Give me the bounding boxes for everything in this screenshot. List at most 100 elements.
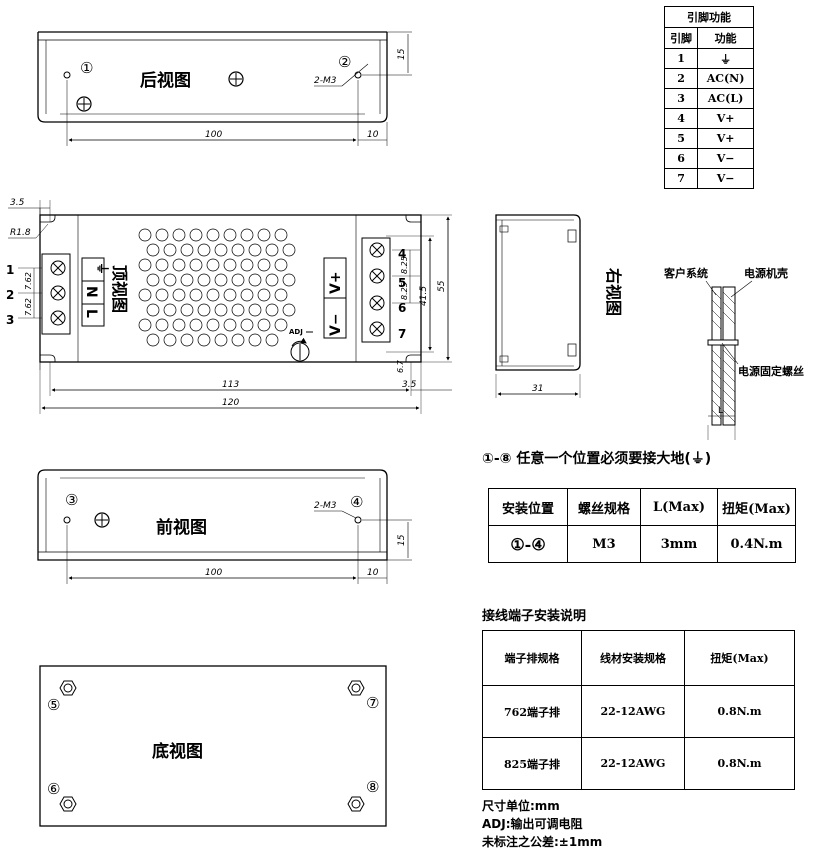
pin-table-header-func: 功能: [697, 27, 754, 49]
back-width-dim: 100: [205, 130, 222, 140]
table-cell: ①-④: [488, 525, 568, 563]
table-header: 扭矩(Max): [717, 488, 796, 526]
table-cell: 7: [663, 168, 699, 189]
table-cell: 3mm: [640, 525, 718, 563]
front-screw-label: 2-M3: [314, 501, 337, 511]
dim-31: 31: [532, 384, 543, 394]
table-row: 825端子排 22-12AWG 0.8N.m: [482, 737, 795, 790]
note-unit: 尺寸单位:mm: [482, 799, 560, 813]
table-cell: V+: [697, 128, 754, 149]
table-cell: V+: [697, 108, 754, 129]
pitch-762-b: 7.62: [24, 298, 33, 316]
mounting-nut-icon: [347, 680, 365, 696]
adj-potentiometer-icon: [290, 337, 310, 362]
table-header: 扭矩(Max): [684, 630, 795, 686]
pin-table-title: 引脚功能: [664, 6, 754, 28]
l-dim: L: [718, 406, 723, 416]
table-cell: 825端子排: [482, 737, 582, 790]
table-cell: 2: [663, 68, 699, 89]
ground-screw-icon: [76, 96, 92, 112]
back-height-dim: 15: [397, 48, 407, 60]
terminal-n-label: N: [83, 286, 99, 298]
bottom-view-label: 底视图: [152, 741, 203, 762]
front-view-label: 前视图: [156, 517, 207, 538]
callout-4: ④: [350, 493, 363, 511]
table-cell: 1: [663, 48, 699, 69]
pin-1: 1: [6, 263, 14, 277]
table-cell: V−: [697, 148, 754, 169]
front-view: 前视图 ③ ④ 2-M3 100 10 15: [37, 469, 412, 584]
dim-113: 113: [222, 380, 239, 390]
right-view: 右视图 31: [495, 214, 623, 398]
dim-120: 120: [222, 398, 239, 408]
dim-r1-8: R1.8: [10, 228, 31, 238]
bottom-view: ⑤ ⑥ ⑦ ⑧ 底视图: [39, 665, 387, 827]
right-view-label: 右视图: [604, 268, 623, 316]
table-cell: 22-12AWG: [581, 685, 685, 738]
table-cell: AC(N): [697, 68, 754, 89]
dim-3-5-top: 3.5: [10, 198, 25, 208]
front-height-dim: 15: [397, 534, 407, 546]
table-cell: 0.4N.m: [717, 525, 796, 563]
table-cell: V−: [697, 168, 754, 189]
customer-system-label: 客户系统: [663, 266, 708, 280]
table-cell: 0.8N.m: [684, 737, 795, 790]
callout-2: ②: [338, 53, 351, 71]
front-right-dim: 10: [367, 568, 379, 578]
back-view: 后视图 ① ② 2-M3 100 10 15: [37, 31, 412, 146]
callout-7: ⑦: [366, 694, 379, 712]
table-header: 安装位置: [488, 488, 568, 526]
dim-41-5: 41.5: [419, 286, 429, 306]
front-width-dim: 100: [205, 568, 222, 578]
mounting-nut-icon: [347, 796, 365, 812]
table-cell: 22-12AWG: [581, 737, 685, 790]
pin-5: 5: [398, 276, 406, 290]
table-cell: M3: [567, 525, 641, 563]
pin-3: 3: [6, 313, 14, 327]
back-screw-label: 2-M3: [314, 76, 337, 86]
table-header: 端子排规格: [482, 630, 582, 686]
dim-3-5-right: 3.5: [402, 380, 417, 390]
table-header: 线材安装规格: [581, 630, 685, 686]
fixing-screw-label: 电源固定螺丝: [738, 364, 804, 378]
pitch-825-b: 8.25: [400, 282, 409, 300]
terminal-section-title: 接线端子安装说明: [482, 608, 586, 624]
table-cell: 0.8N.m: [684, 685, 795, 738]
pin-2: 2: [6, 288, 14, 302]
terminal-ground-label: ⏚: [94, 262, 109, 275]
pin-4: 4: [398, 247, 406, 261]
grounding-note: ①-⑧ 任意一个位置必须要接大地(⏚): [482, 450, 711, 467]
table-cell: 4: [663, 108, 699, 129]
table-header: L(Max): [640, 488, 718, 526]
callout-1: ①: [80, 59, 93, 77]
terminal-table: 端子排规格 线材安装规格 扭矩(Max) 762端子排 22-12AWG 0.8…: [482, 630, 795, 790]
pitch-762-a: 7.62: [24, 272, 33, 290]
callout-3: ③: [65, 491, 78, 509]
ground-screw-icon: [94, 512, 110, 528]
table-cell: 762端子排: [482, 685, 582, 738]
screw-detail: 客户系统 电源机壳 电源固定螺丝 L: [663, 266, 804, 440]
dim-55: 55: [437, 280, 447, 292]
vent-holes: [138, 228, 296, 347]
terminal-vminus-label: V−: [328, 313, 344, 336]
ground-screw-icon: [228, 71, 244, 87]
dim-6-7: 6.7: [396, 359, 405, 373]
top-view-label: 顶视图: [110, 265, 129, 313]
table-cell: AC(L): [697, 88, 754, 109]
top-view: ⏚ N L 顶视图 V+ V− ADJ: [6, 198, 452, 414]
pin-7: 7: [398, 327, 406, 341]
notes: 尺寸单位:mm ADJ:输出可调电阻 未标注之公差:±1mm: [482, 797, 602, 851]
note-adj: ADJ:输出可调电阻: [482, 817, 583, 831]
mounting-table: 安装位置 螺丝规格 L(Max) 扭矩(Max) ①-④ M3 3mm 0.4N…: [488, 488, 796, 563]
back-right-dim: 10: [367, 130, 379, 140]
table-header: 螺丝规格: [567, 488, 641, 526]
pitch-825-a: 8.25: [400, 256, 409, 274]
table-cell: 3: [663, 88, 699, 109]
adj-label: ADJ: [289, 328, 303, 336]
callout-6: ⑥: [47, 780, 60, 798]
callout-5: ⑤: [47, 696, 60, 714]
note-tolerance: 未标注之公差:±1mm: [482, 835, 603, 849]
table-row: 762端子排 22-12AWG 0.8N.m: [482, 685, 795, 738]
